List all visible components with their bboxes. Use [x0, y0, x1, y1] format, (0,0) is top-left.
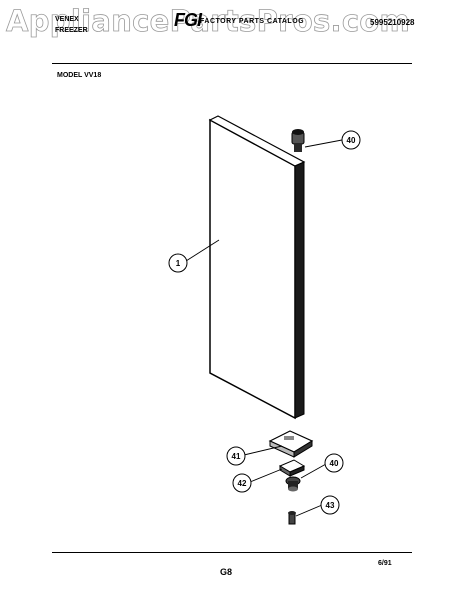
hinge-pin — [278, 459, 306, 477]
page-code: G8 — [220, 567, 233, 577]
callout-42: 42 — [232, 473, 252, 493]
header-rule — [52, 63, 412, 64]
callout-label: 41 — [232, 452, 241, 461]
bottom-bushing — [285, 476, 301, 492]
callout-label: 43 — [326, 501, 335, 510]
callout-43: 43 — [320, 495, 340, 515]
model-label: MODEL VV18 — [57, 72, 102, 79]
header-category: FREEZER — [55, 27, 88, 34]
callout-40-top: 40 — [341, 130, 361, 150]
callout-label: 1 — [176, 259, 181, 268]
callout-40-bottom: 40 — [324, 453, 344, 473]
callout-label: 42 — [238, 479, 247, 488]
top-hinge-bushing — [291, 129, 305, 152]
brand-logo: FGI — [174, 10, 202, 30]
footer-date: 6/91 — [378, 560, 392, 567]
footer-rule — [52, 552, 412, 553]
header-brand: VENEX — [55, 16, 79, 23]
screw — [288, 511, 296, 525]
catalog-part-number: 5995210928 — [370, 18, 415, 27]
callout-label: 40 — [347, 136, 356, 145]
callout-1: 1 — [168, 253, 188, 273]
bottom-hinge-bracket — [268, 430, 314, 458]
catalog-title: FACTORY PARTS CATALOG — [200, 18, 305, 25]
door-panel — [208, 115, 306, 420]
callout-label: 40 — [330, 459, 339, 468]
callout-41: 41 — [226, 446, 246, 466]
header-brand-block: VENEX FREEZER — [55, 14, 88, 36]
watermark: AppliancePartsPros.com — [6, 4, 411, 39]
leader-lines — [185, 139, 343, 517]
